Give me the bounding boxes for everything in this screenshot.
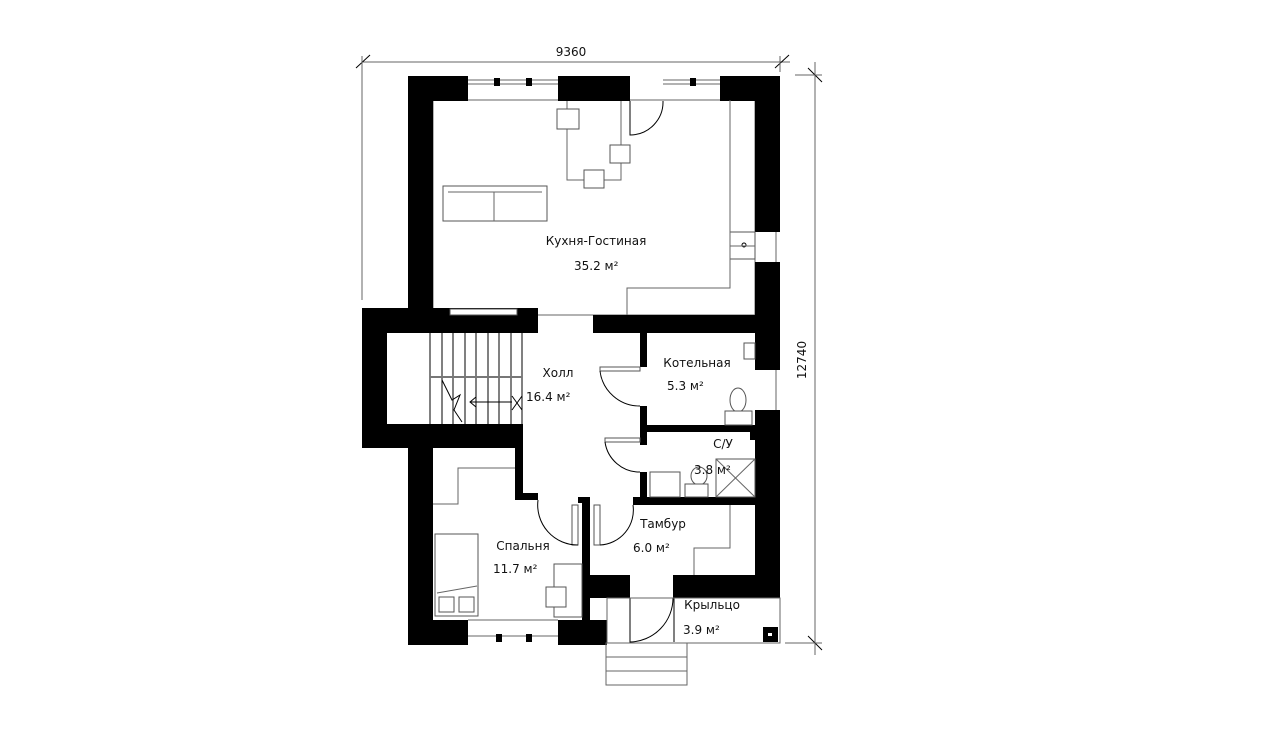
staircase	[429, 333, 523, 424]
room-name: С/У	[713, 437, 733, 451]
room-area: 6.0 м²	[633, 541, 670, 555]
room-label-hall: Холл 16.4 м²	[526, 366, 573, 404]
width-label: 9360	[556, 45, 587, 59]
room-area: 11.7 м²	[493, 562, 538, 576]
room-name: Крыльцо	[684, 598, 740, 612]
dimension-height: 12740	[785, 62, 823, 655]
room-label-bedroom: Спальня 11.7 м²	[493, 539, 550, 576]
furniture	[433, 100, 756, 618]
height-label: 12740	[795, 341, 809, 379]
porch-steps	[605, 597, 781, 686]
room-name: Спальня	[496, 539, 549, 553]
room-label-vestibule: Тамбур 6.0 м²	[633, 517, 686, 555]
room-area: 3.8 м²	[694, 463, 731, 477]
room-area: 35.2 м²	[574, 259, 619, 273]
room-label-boiler-room: Котельная 5.3 м²	[663, 356, 730, 393]
room-area: 5.3 м²	[667, 379, 704, 393]
room-name: Котельная	[663, 356, 730, 370]
dimension-width: 9360	[355, 45, 790, 300]
doors	[537, 100, 675, 643]
room-label-porch: Крыльцо 3.9 м²	[683, 598, 740, 637]
room-label-kitchen-living: Кухня-Гостиная 35.2 м²	[546, 234, 647, 273]
room-name: Тамбур	[639, 517, 686, 531]
room-area: 16.4 м²	[526, 390, 571, 404]
room-name: Кухня-Гостиная	[546, 234, 647, 248]
room-name: Холл	[543, 366, 574, 380]
room-label-bathroom: С/У 3.8 м²	[694, 437, 734, 477]
room-area: 3.9 м²	[683, 623, 720, 637]
